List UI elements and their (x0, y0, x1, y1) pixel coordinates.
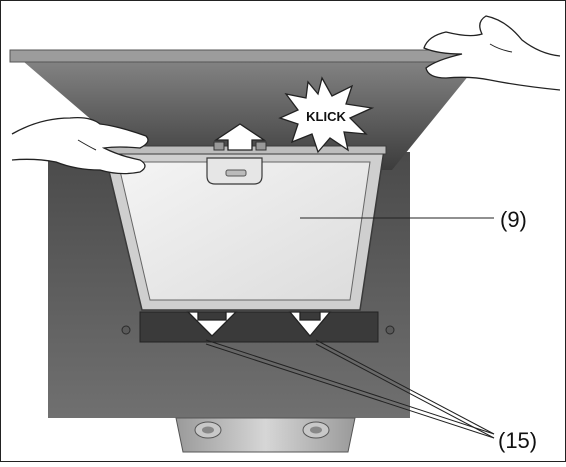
diagram-border (0, 0, 566, 462)
installation-diagram: KLICK (9) (15) (0, 0, 566, 462)
